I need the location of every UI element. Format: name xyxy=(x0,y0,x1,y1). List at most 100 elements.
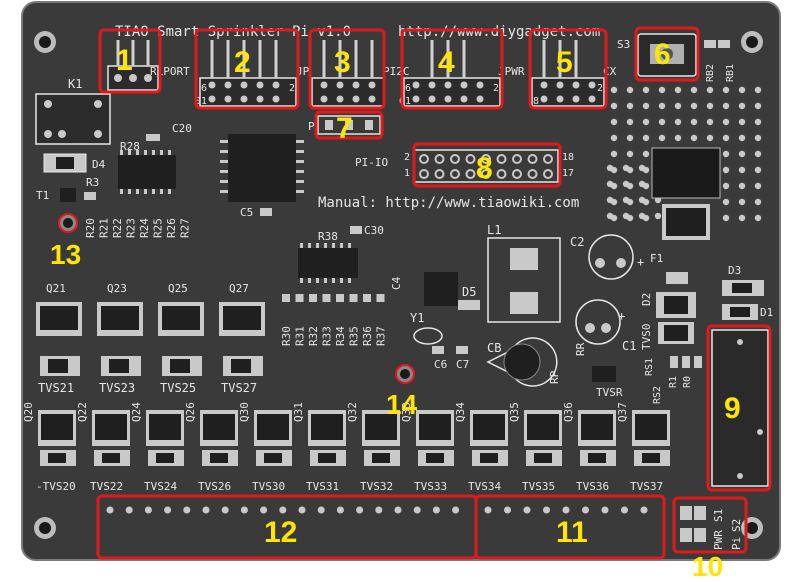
terminal-pin xyxy=(164,506,172,514)
callout-number-11: 11 xyxy=(556,516,588,549)
resistor-pad xyxy=(376,294,385,302)
tvs-label: TVS35 xyxy=(522,480,555,493)
terminal-pin xyxy=(279,506,287,514)
resistor-label: R33 xyxy=(321,326,334,346)
rs1-label: RS1 xyxy=(644,358,655,376)
callout-number-2: 2 xyxy=(234,46,251,79)
proto-hole xyxy=(754,198,762,206)
tvs-label: TVS24 xyxy=(144,480,177,493)
proto-hole xyxy=(626,102,634,110)
proto-hole xyxy=(658,86,666,94)
ic-r38 xyxy=(298,243,358,283)
c1-label: C1 xyxy=(622,339,636,353)
tvs-label: TVS22 xyxy=(90,480,123,493)
tvs-label: TVS34 xyxy=(468,480,501,493)
transistor-label: Q26 xyxy=(184,402,197,422)
d5-label: D5 xyxy=(462,285,476,299)
transistor-label: Q31 xyxy=(292,402,305,422)
header-pin xyxy=(512,169,522,179)
resistor-pad xyxy=(363,294,371,302)
proto-hole xyxy=(610,118,618,126)
proto-hole xyxy=(722,150,730,158)
terminal-pin xyxy=(260,506,268,514)
callout-number-8: 8 xyxy=(476,152,493,185)
regulator-module xyxy=(651,147,721,240)
t1-label: T1 xyxy=(36,189,49,202)
callout-number-3: 3 xyxy=(334,46,351,79)
proto-hole xyxy=(722,118,730,126)
header-pin xyxy=(496,154,507,164)
transistor-label: Q37 xyxy=(616,402,629,422)
resistor-pad xyxy=(322,294,331,302)
transistor-package xyxy=(581,414,613,440)
header-pin xyxy=(434,154,445,164)
y1-label: Y1 xyxy=(410,311,424,325)
proto-hole xyxy=(754,102,762,110)
callout-box-1 xyxy=(98,28,162,94)
transistor-label: Q22 xyxy=(76,402,89,422)
header-pin xyxy=(419,169,429,179)
transistor-label: Q33 xyxy=(400,402,413,422)
header-pin xyxy=(496,169,507,179)
proto-hole xyxy=(610,150,618,158)
pin-number: 1 xyxy=(404,168,410,179)
pi-label: Pi xyxy=(730,537,743,550)
tvs-label: TVS27 xyxy=(221,381,257,395)
callout-box-2 xyxy=(194,28,300,110)
terminal-pin xyxy=(202,506,210,514)
terminal-pin xyxy=(523,506,531,514)
header-pin xyxy=(419,154,429,164)
transistor-label: Q24 xyxy=(130,402,143,422)
tvs-package xyxy=(264,453,282,463)
terminal-pin xyxy=(240,506,248,514)
proto-hole xyxy=(722,182,730,190)
tvs-package xyxy=(426,453,444,463)
pin-number: 18 xyxy=(562,152,574,163)
proto-hole xyxy=(606,164,614,172)
transistor-label: Q27 xyxy=(229,282,249,295)
terminal-pin xyxy=(375,506,383,514)
proto-hole xyxy=(754,166,762,174)
callout-box-3 xyxy=(308,28,386,110)
d3-label: D3 xyxy=(728,264,741,277)
transistor-label: Q35 xyxy=(508,402,521,422)
prototype-area xyxy=(606,86,762,222)
tvs-label: TVS25 xyxy=(160,381,196,395)
terminal-pin xyxy=(640,506,648,514)
resistor-pad xyxy=(349,294,358,302)
resistor-label: R31 xyxy=(294,326,307,346)
manual-url: Manual: http://www.tiaowiki.com xyxy=(318,195,579,211)
l1-label: L1 xyxy=(487,223,501,237)
polarity-mark: + xyxy=(618,309,625,323)
c20-label: C20 xyxy=(172,122,192,135)
switch-s3 xyxy=(637,33,697,77)
header-pin xyxy=(481,154,491,164)
tvs-package xyxy=(102,453,120,463)
transistor-label: Q23 xyxy=(107,282,127,295)
rb1-label: RB1 xyxy=(725,64,736,82)
terminal-pin xyxy=(601,506,609,514)
transistor-package xyxy=(473,414,505,440)
tvs-label: TVS31 xyxy=(306,480,339,493)
resistor-label: R30 xyxy=(280,326,293,346)
proto-hole xyxy=(642,118,650,126)
transistor-label: Q36 xyxy=(562,402,575,422)
transistor-label: Q34 xyxy=(454,402,467,422)
s1-label: S1 xyxy=(712,509,725,522)
terminal-pin xyxy=(356,506,364,514)
k1-label: K1 xyxy=(68,77,82,91)
proto-hole xyxy=(642,134,650,142)
proto-hole xyxy=(738,118,746,126)
terminal-pin xyxy=(183,506,191,514)
proto-hole xyxy=(674,118,682,126)
inductor-l1 xyxy=(487,237,561,323)
pin-number: 01 xyxy=(399,96,411,107)
resistor-label: R37 xyxy=(375,326,388,346)
proto-hole xyxy=(654,212,662,220)
resistor-label: R27 xyxy=(179,218,192,238)
transistor-label: Q30 xyxy=(238,402,251,422)
pi-io-label: PI-IO xyxy=(355,156,388,169)
